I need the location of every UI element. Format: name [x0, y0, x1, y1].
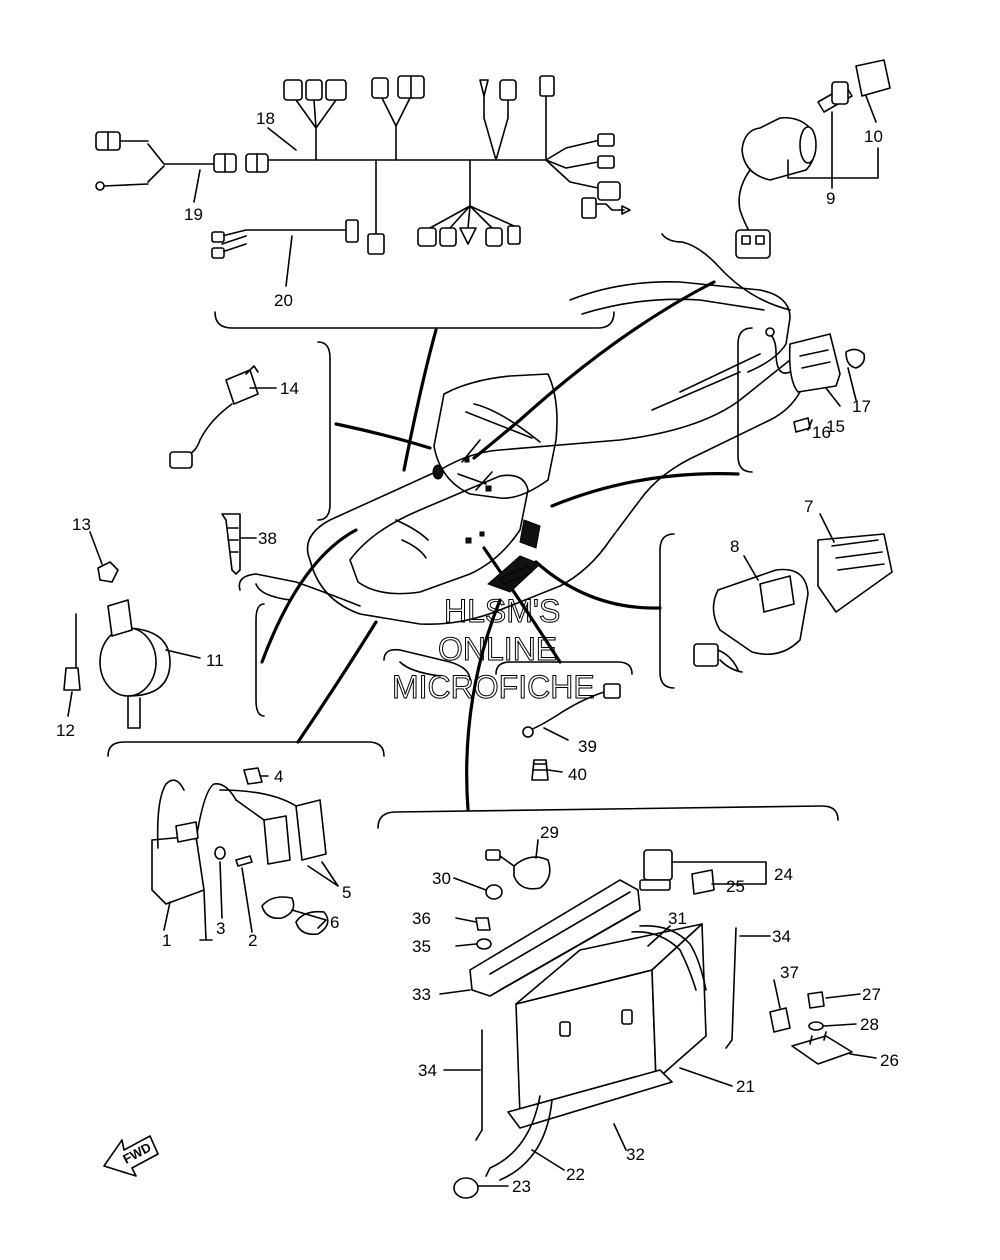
- part-number-12: 12: [56, 721, 75, 740]
- part-number-14: 14: [280, 379, 299, 398]
- snowmobile-body: [238, 281, 809, 681]
- part-number-4: 4: [274, 767, 283, 786]
- part-number-27: 27: [862, 985, 881, 1004]
- part-number-10: 10: [864, 127, 883, 146]
- watermark-line-3: MICROFICHE: [392, 669, 595, 705]
- stop-switch: [169, 365, 259, 469]
- part-number-7: 7: [804, 497, 813, 516]
- cdi-unit-assembly: [693, 533, 893, 673]
- part-number-38: 38: [258, 529, 277, 548]
- part-number-39: 39: [578, 737, 597, 756]
- part-number-8: 8: [730, 537, 739, 556]
- part-number-34-right: 34: [772, 927, 791, 946]
- callout-leaders: [67, 95, 879, 1187]
- part-number-25: 25: [726, 877, 745, 896]
- part-number-22: 22: [566, 1165, 585, 1184]
- main-switch-assembly: [735, 59, 891, 259]
- part-number-31: 31: [668, 909, 687, 928]
- part-number-23: 23: [512, 1177, 531, 1196]
- part-number-13: 13: [72, 515, 91, 534]
- part-number-35: 35: [412, 937, 431, 956]
- part-number-labels: 1 2 3 4 5 6 7 8 9 10 11 12 13 14 15 16 1…: [56, 109, 899, 1196]
- part-number-19: 19: [184, 205, 203, 224]
- part-number-26: 26: [880, 1051, 899, 1070]
- part-number-33: 33: [412, 985, 431, 1004]
- part-number-11: 11: [206, 651, 224, 670]
- part-number-5: 5: [342, 883, 351, 902]
- part-number-29: 29: [540, 823, 559, 842]
- plastic-band: [221, 513, 241, 575]
- part-number-20: 20: [274, 291, 293, 310]
- part-number-18: 18: [256, 109, 275, 128]
- part-number-30: 30: [432, 869, 451, 888]
- forward-direction-arrow: FWD: [103, 1135, 159, 1177]
- group-brackets: [107, 233, 839, 829]
- part-number-40: 40: [568, 765, 587, 784]
- watermark-line-2: ONLINE: [438, 631, 557, 667]
- leader-lines: [260, 280, 740, 812]
- part-number-16: 16: [812, 423, 831, 442]
- part-number-37: 37: [780, 963, 799, 982]
- part-number-34-left: 34: [418, 1061, 437, 1080]
- wiring-harness: [95, 75, 631, 259]
- part-number-21: 21: [736, 1077, 755, 1096]
- horn-assembly: [63, 561, 171, 729]
- part-number-1: 1: [162, 931, 171, 950]
- part-number-17: 17: [852, 397, 871, 416]
- part-number-2: 2: [248, 931, 257, 950]
- part-number-3: 3: [216, 919, 225, 938]
- part-number-32: 32: [626, 1145, 645, 1164]
- part-number-9: 9: [826, 189, 835, 208]
- watermark: HLSM'S ONLINE MICROFICHE: [392, 593, 596, 706]
- part-number-15: 15: [826, 417, 845, 436]
- battery-assembly: [453, 849, 853, 1199]
- watermark-line-1: HLSM'S: [444, 593, 560, 629]
- part-number-6: 6: [330, 913, 339, 932]
- part-number-28: 28: [860, 1015, 879, 1034]
- part-number-36: 36: [412, 909, 431, 928]
- sensor-assembly: [522, 683, 621, 781]
- part-number-24: 24: [774, 865, 793, 884]
- regulator-assembly: [765, 327, 866, 433]
- ignition-coil-assembly: [151, 767, 329, 941]
